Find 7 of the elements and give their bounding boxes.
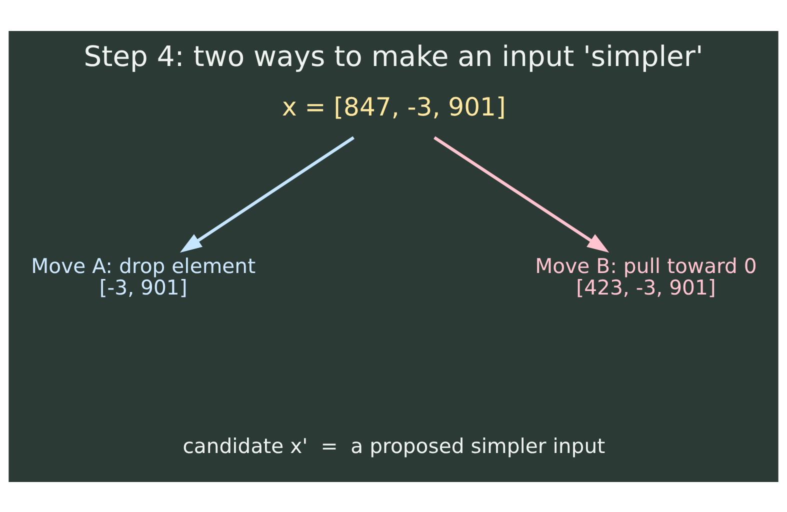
arrow: [434, 136, 610, 252]
node-text: Move B: pull toward 0 [423, -3, 901]: [535, 253, 757, 300]
diagram-title: Step 4: two ways to make an input 'simpler': [84, 40, 704, 73]
node-text: x = [847, -3, 901]: [282, 92, 506, 121]
arrow: [180, 136, 354, 252]
node-text: Move A: drop element [-3, 901]: [31, 253, 256, 300]
label: candidate x' = a proposed simpler input: [182, 433, 606, 458]
